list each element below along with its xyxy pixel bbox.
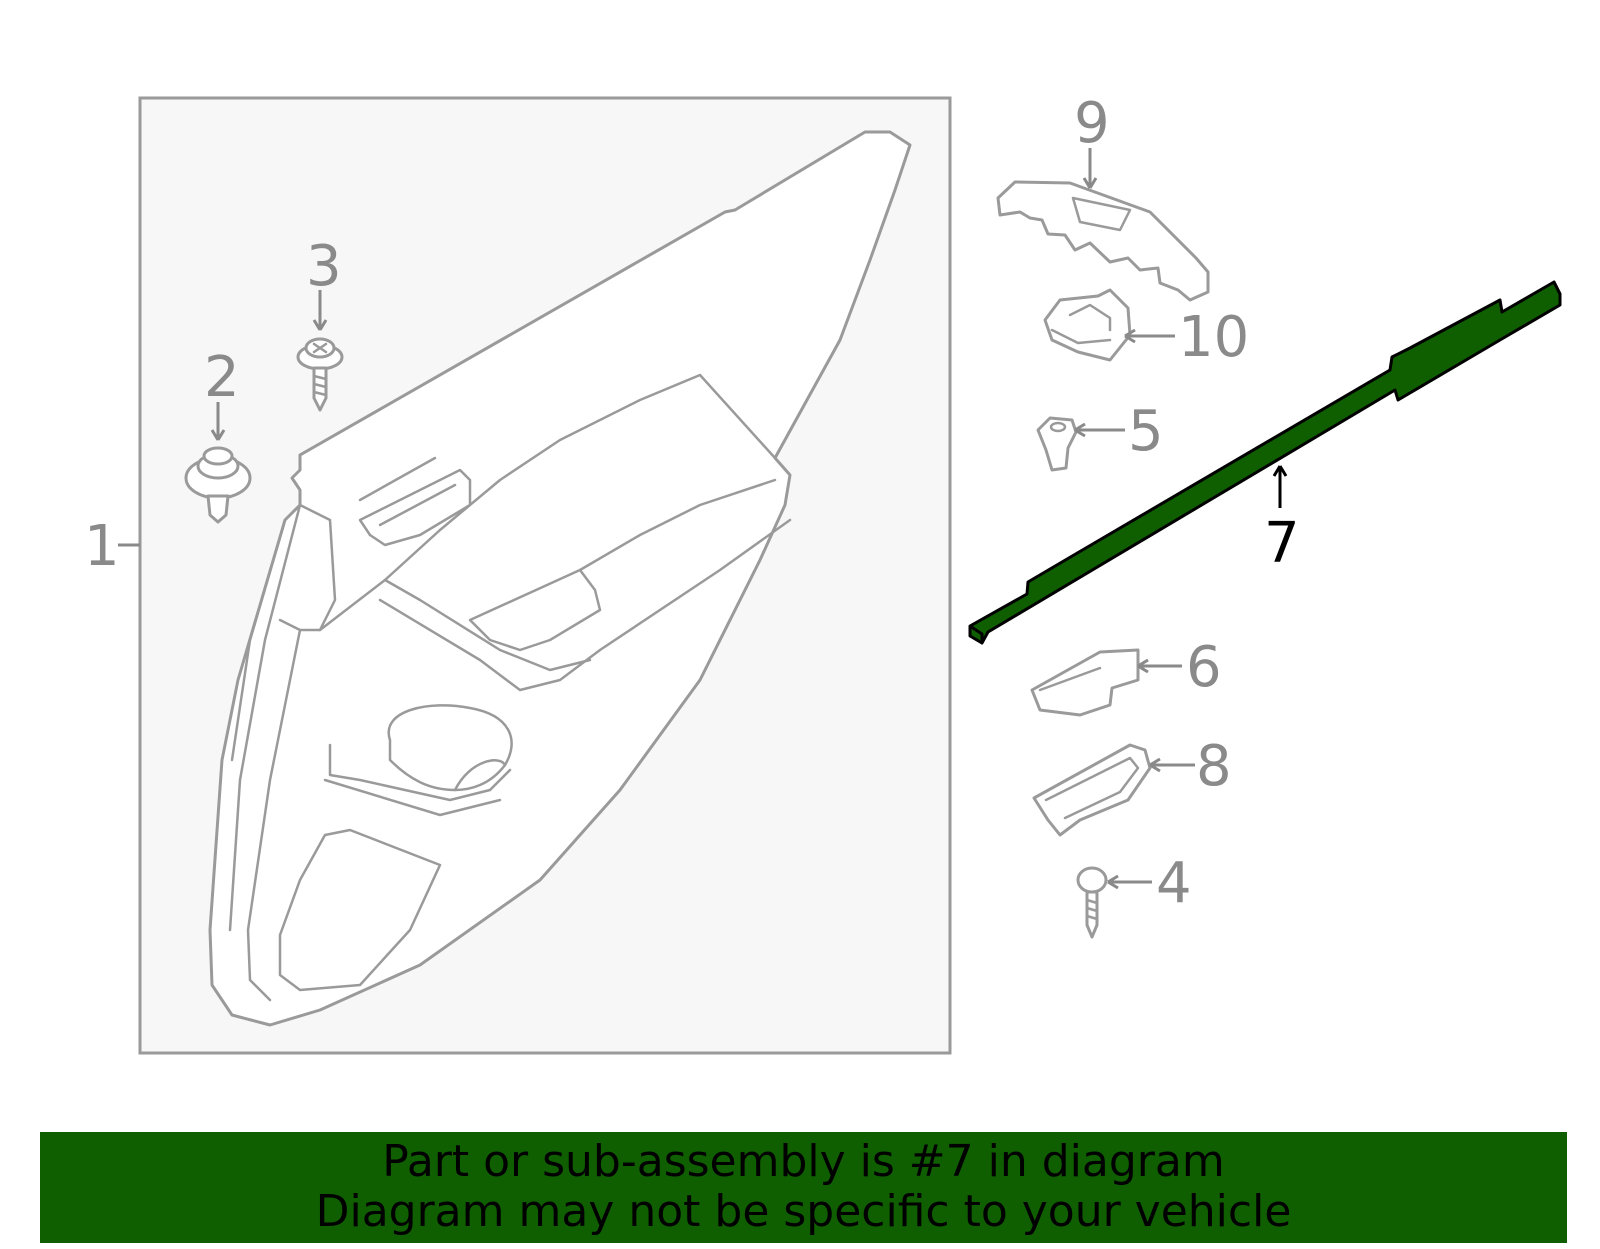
- callout-9: 9: [1074, 91, 1110, 156]
- part-5-clip[interactable]: [1036, 416, 1078, 472]
- callout-6: 6: [1186, 635, 1222, 700]
- part-2-clip[interactable]: [184, 446, 252, 524]
- leader-lines: [118, 148, 1288, 890]
- part-9-bracket[interactable]: [996, 180, 1210, 302]
- banner-line-1: Part or sub-assembly is #7 in diagram: [382, 1136, 1225, 1187]
- callout-7: 7: [1264, 511, 1300, 576]
- callout-10: 10: [1178, 305, 1249, 370]
- part-10-bracket[interactable]: [1043, 288, 1132, 362]
- callout-5: 5: [1128, 399, 1164, 464]
- callout-1: 1: [84, 514, 120, 579]
- part-7-weatherstrip[interactable]: [968, 280, 1562, 645]
- callout-2: 2: [204, 345, 240, 410]
- part-6-bezel[interactable]: [1030, 648, 1140, 717]
- banner-line-2: Diagram may not be specific to your vehi…: [315, 1186, 1292, 1237]
- callout-3: 3: [306, 234, 342, 299]
- part-4-screw[interactable]: [1076, 866, 1108, 939]
- info-banner: Part or sub-assembly is #7 in diagram Di…: [40, 1132, 1567, 1243]
- callout-8: 8: [1196, 734, 1232, 799]
- callout-4: 4: [1156, 851, 1192, 916]
- door-trim-panel[interactable]: [208, 130, 912, 1027]
- part-8-handle-cover[interactable]: [1032, 743, 1152, 837]
- part-3-screw[interactable]: [296, 337, 344, 412]
